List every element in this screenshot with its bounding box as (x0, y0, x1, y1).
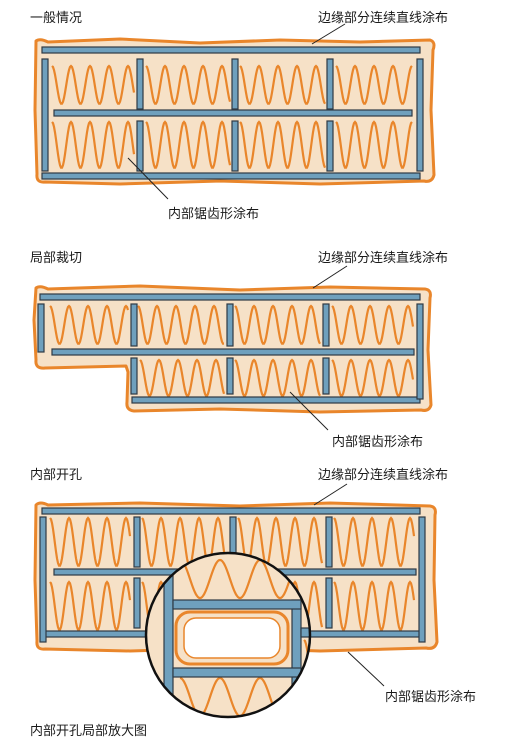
edge-bar (226, 357, 234, 395)
zigzag-line (139, 358, 226, 397)
edge-bar (322, 303, 330, 347)
caption: 内部开孔局部放大图 (30, 723, 147, 739)
zigzag-line (141, 516, 228, 567)
edge-bar (231, 120, 239, 172)
label-zigzag-coating: 内部锯齿形涂布 (385, 689, 476, 705)
leader-bottom (347, 651, 385, 687)
zigzag-line (49, 580, 132, 631)
label-zigzag-coating: 内部锯齿形涂布 (168, 206, 259, 222)
magnifier (144, 551, 312, 719)
zigzag-line (234, 358, 321, 397)
section-title: 局部裁切 (30, 250, 82, 266)
zigzag-line (331, 358, 415, 397)
zoom-bar (172, 667, 302, 678)
edge-bar (37, 303, 45, 353)
edge-bar (53, 109, 413, 117)
bar-group (41, 46, 424, 180)
label-zigzag-coating: 内部锯齿形涂布 (332, 434, 423, 450)
zigzag-line (335, 64, 413, 105)
edge-bar (41, 46, 421, 54)
edge-bar (133, 577, 141, 629)
leader-top (312, 265, 348, 289)
zoom-bar (172, 599, 302, 610)
edge-bar (41, 507, 421, 515)
zigzag-line (145, 120, 232, 169)
edge-bar (51, 348, 415, 356)
edge-bar (416, 58, 424, 172)
section-title: 内部开孔 (30, 467, 82, 483)
edge-bar (416, 303, 424, 400)
edge-bar (131, 396, 421, 404)
edge-bar (133, 516, 141, 568)
edge-bar (418, 516, 426, 643)
edge-bar (39, 293, 421, 301)
zigzag-line (137, 304, 224, 345)
edge-bar (130, 303, 138, 347)
leader-bottom (127, 157, 169, 200)
edge-bar (231, 58, 239, 110)
zigzag-line (237, 516, 324, 567)
zigzag-line (331, 304, 415, 345)
edge-bar (41, 172, 421, 180)
edge-bar (322, 357, 330, 395)
edge-bar (136, 120, 144, 172)
zigzag-line (179, 558, 301, 600)
zigzag-line (49, 304, 130, 345)
zigzag-line (51, 64, 136, 105)
zoom-bar (300, 627, 310, 638)
leader-bottom (289, 391, 329, 431)
zigzag-group (51, 64, 413, 169)
edge-bar (226, 303, 234, 347)
edge-bar (326, 120, 334, 172)
edge-bar (39, 516, 47, 643)
zigzag-line (234, 304, 321, 345)
panel-cut (32, 265, 433, 431)
zigzag-line (49, 516, 132, 567)
edge-bar (325, 516, 333, 568)
bar-group (37, 293, 424, 404)
zigzag-line (51, 120, 136, 169)
zigzag-line (145, 64, 232, 105)
edge-bar (326, 58, 334, 110)
hole (183, 617, 281, 659)
panel-general (33, 23, 436, 200)
zigzag-line (239, 120, 327, 169)
label-edge-coating: 边缘部分连续直线涂布 (318, 10, 448, 26)
zigzag-line (239, 64, 326, 105)
zigzag-line (335, 120, 413, 169)
magnifier-ring (144, 551, 312, 719)
leader-top (313, 483, 348, 506)
edge-bar (130, 357, 138, 395)
edge-bar (41, 58, 49, 172)
zigzag-group (49, 304, 415, 397)
leader-top (311, 23, 346, 45)
zigzag-line (333, 516, 416, 567)
section-title: 一般情况 (30, 10, 82, 26)
zigzag-line (333, 580, 416, 631)
edge-bar (325, 577, 333, 629)
edge-bar (136, 58, 144, 110)
label-edge-coating: 边缘部分连续直线涂布 (318, 250, 448, 266)
label-edge-coating: 边缘部分连续直线涂布 (318, 467, 448, 483)
